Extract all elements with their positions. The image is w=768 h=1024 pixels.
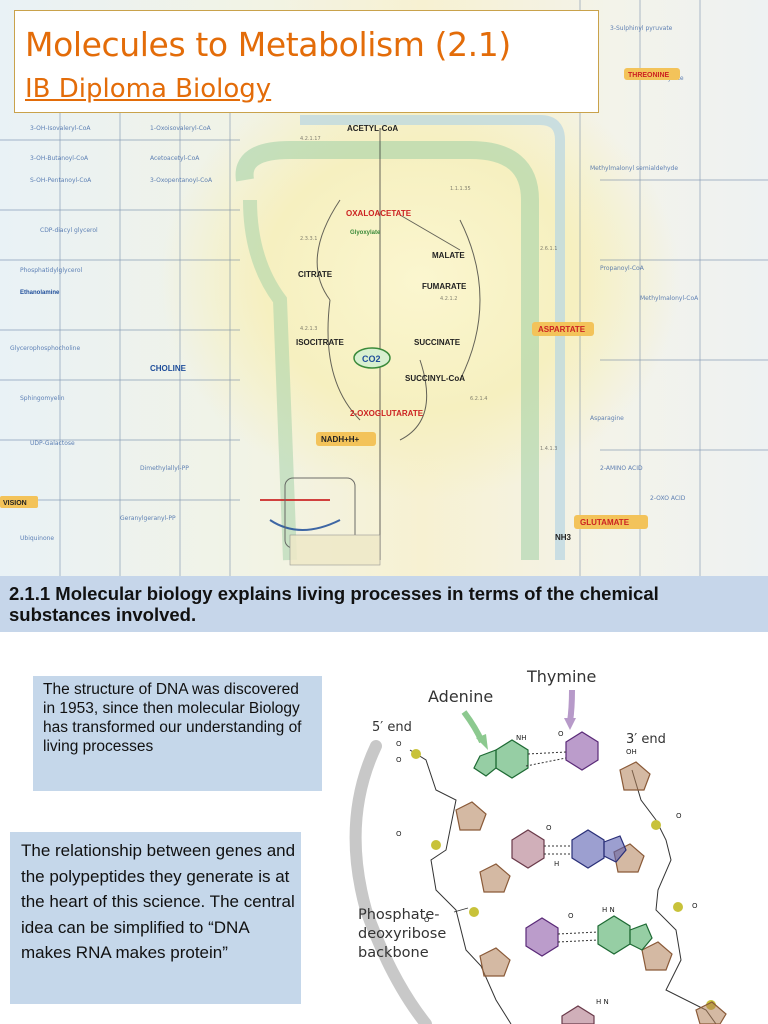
label-choline: CHOLINE xyxy=(150,364,187,373)
svg-text:4.2.1.3: 4.2.1.3 xyxy=(300,326,318,332)
section-heading-band: 2.1.1 Molecular biology explains living … xyxy=(0,576,768,632)
svg-text:O: O xyxy=(558,730,564,738)
svg-text:O: O xyxy=(396,756,402,764)
label-co2: CO2 xyxy=(362,354,381,364)
svg-text:CDP-diacyl glycerol: CDP-diacyl glycerol xyxy=(40,227,98,234)
label-acetyl-coa: ACETYL-CoA xyxy=(347,124,398,133)
label-succinyl-coa: SUCCINYL-CoA xyxy=(405,374,465,383)
three-prime-end-label: 3′ end xyxy=(626,732,666,747)
svg-text:H N: H N xyxy=(602,906,615,914)
svg-text:Propanoyl-CoA: Propanoyl-CoA xyxy=(600,265,645,272)
svg-text:6.2.1.4: 6.2.1.4 xyxy=(470,396,488,402)
label-nh3: NH3 xyxy=(555,533,572,542)
svg-text:3-OH-Isovaleryl-CoA: 3-OH-Isovaleryl-CoA xyxy=(30,125,91,132)
svg-text:H: H xyxy=(554,860,559,868)
svg-text:H N: H N xyxy=(596,998,609,1006)
label-citrate: CITRATE xyxy=(298,270,333,279)
title-box: Molecules to Metabolism (2.1) IB Diploma… xyxy=(14,10,599,113)
adenine-label: Adenine xyxy=(428,687,494,706)
svg-text:O: O xyxy=(546,824,552,832)
svg-text:2.3.3.1: 2.3.3.1 xyxy=(300,236,318,242)
dna-history-box: The structure of DNA was discovered in 1… xyxy=(33,676,322,791)
thymine-arrow xyxy=(567,689,575,723)
svg-text:S-OH-Pentanoyl-CoA: S-OH-Pentanoyl-CoA xyxy=(30,177,92,184)
metabolic-map-image: 3-OH-Isovaleryl-CoA 1-Oxoisovaleryl-CoA 3… xyxy=(0,0,768,576)
label-ethanolamine: Ethanolamine xyxy=(20,290,60,296)
svg-text:1-Oxoisovaleryl-CoA: 1-Oxoisovaleryl-CoA xyxy=(150,125,212,132)
svg-text:Acetoacetyl-CoA: Acetoacetyl-CoA xyxy=(150,155,200,162)
five-prime-end-label: 5′ end xyxy=(372,720,412,735)
central-dogma-box: The relationship between genes and the p… xyxy=(10,832,301,1004)
svg-text:O: O xyxy=(396,830,402,838)
label-oxaloacetate: OXALOACETATE xyxy=(346,209,412,218)
page-subtitle-link[interactable]: IB Diploma Biology xyxy=(25,74,272,104)
phosphate-groups xyxy=(411,749,716,1010)
label-threonine: THREONINE xyxy=(628,72,670,79)
svg-text:Geranylgeranyl-PP: Geranylgeranyl-PP xyxy=(120,515,176,522)
svg-text:Phosphatidylglycerol: Phosphatidylglycerol xyxy=(20,267,83,274)
thymine-label: Thymine xyxy=(527,667,597,686)
dna-history-text: The structure of DNA was discovered in 1… xyxy=(43,681,302,755)
base-pair-a-t xyxy=(473,731,599,779)
svg-text:3-Oxopentanoyl-CoA: 3-Oxopentanoyl-CoA xyxy=(150,177,213,184)
svg-text:2-OXO ACID: 2-OXO ACID xyxy=(650,495,686,502)
label-glutamate: GLUTAMATE xyxy=(580,518,630,527)
svg-text:Methylmalonyl-CoA: Methylmalonyl-CoA xyxy=(640,295,699,302)
svg-text:O: O xyxy=(424,916,430,924)
svg-text:1.1.1.35: 1.1.1.35 xyxy=(450,186,471,192)
label-nadh: NADH+H+ xyxy=(321,435,360,444)
metabolic-map-drawing: 3-OH-Isovaleryl-CoA 1-Oxoisovaleryl-CoA 3… xyxy=(0,0,768,576)
label-isocitrate: ISOCITRATE xyxy=(296,338,345,347)
backbone-label: Phosphate-deoxyribose backbone xyxy=(358,907,447,961)
backbone-ribbon xyxy=(349,740,432,1024)
svg-text:Ubiquinone: Ubiquinone xyxy=(20,535,54,542)
svg-text:UDP-Galactose: UDP-Galactose xyxy=(30,440,75,447)
label-oxoglutarate: 2-OXOGLUTARATE xyxy=(350,409,424,418)
page-title: Molecules to Metabolism (2.1) xyxy=(25,25,511,64)
svg-text:Dimethylallyl-PP: Dimethylallyl-PP xyxy=(140,465,189,472)
label-aspartate: ASPARTATE xyxy=(538,325,586,334)
svg-text:O: O xyxy=(396,740,402,748)
svg-text:NH: NH xyxy=(516,734,527,742)
base-pair-t-a xyxy=(525,915,653,957)
central-dogma-text: The relationship between genes and the p… xyxy=(21,841,296,962)
svg-text:3-OH-Butanoyl-CoA: 3-OH-Butanoyl-CoA xyxy=(30,155,89,162)
label-succinate: SUCCINATE xyxy=(414,338,461,347)
svg-text:Asparagine: Asparagine xyxy=(590,415,624,422)
base-pair-c-g xyxy=(511,829,627,869)
svg-text:1.4.1.3: 1.4.1.3 xyxy=(540,446,558,452)
svg-text:4.2.1.2: 4.2.1.2 xyxy=(440,296,458,302)
svg-text:OH: OH xyxy=(626,748,637,756)
label-fumarate: FUMARATE xyxy=(422,282,467,291)
svg-text:2-AMINO ACID: 2-AMINO ACID xyxy=(600,465,643,472)
svg-text:O: O xyxy=(676,812,682,820)
label-vision: VISION xyxy=(3,500,27,507)
svg-text:2.6.1.1: 2.6.1.1 xyxy=(540,246,558,252)
svg-text:Sphingomyelin: Sphingomyelin xyxy=(20,395,65,402)
svg-text:O: O xyxy=(692,902,698,910)
section-heading: 2.1.1 Molecular biology explains living … xyxy=(9,583,659,625)
svg-text:3-Sulphinyl pyruvate: 3-Sulphinyl pyruvate xyxy=(610,25,673,32)
svg-text:4.2.1.17: 4.2.1.17 xyxy=(300,136,321,142)
svg-text:Glycerophosphocholine: Glycerophosphocholine xyxy=(10,345,80,352)
label-malate: MALATE xyxy=(432,251,465,260)
svg-text:Methylmalonyl semialdehyde: Methylmalonyl semialdehyde xyxy=(590,165,678,172)
label-glyoxylate: Glyoxylate xyxy=(350,230,381,236)
svg-text:O: O xyxy=(568,912,574,920)
